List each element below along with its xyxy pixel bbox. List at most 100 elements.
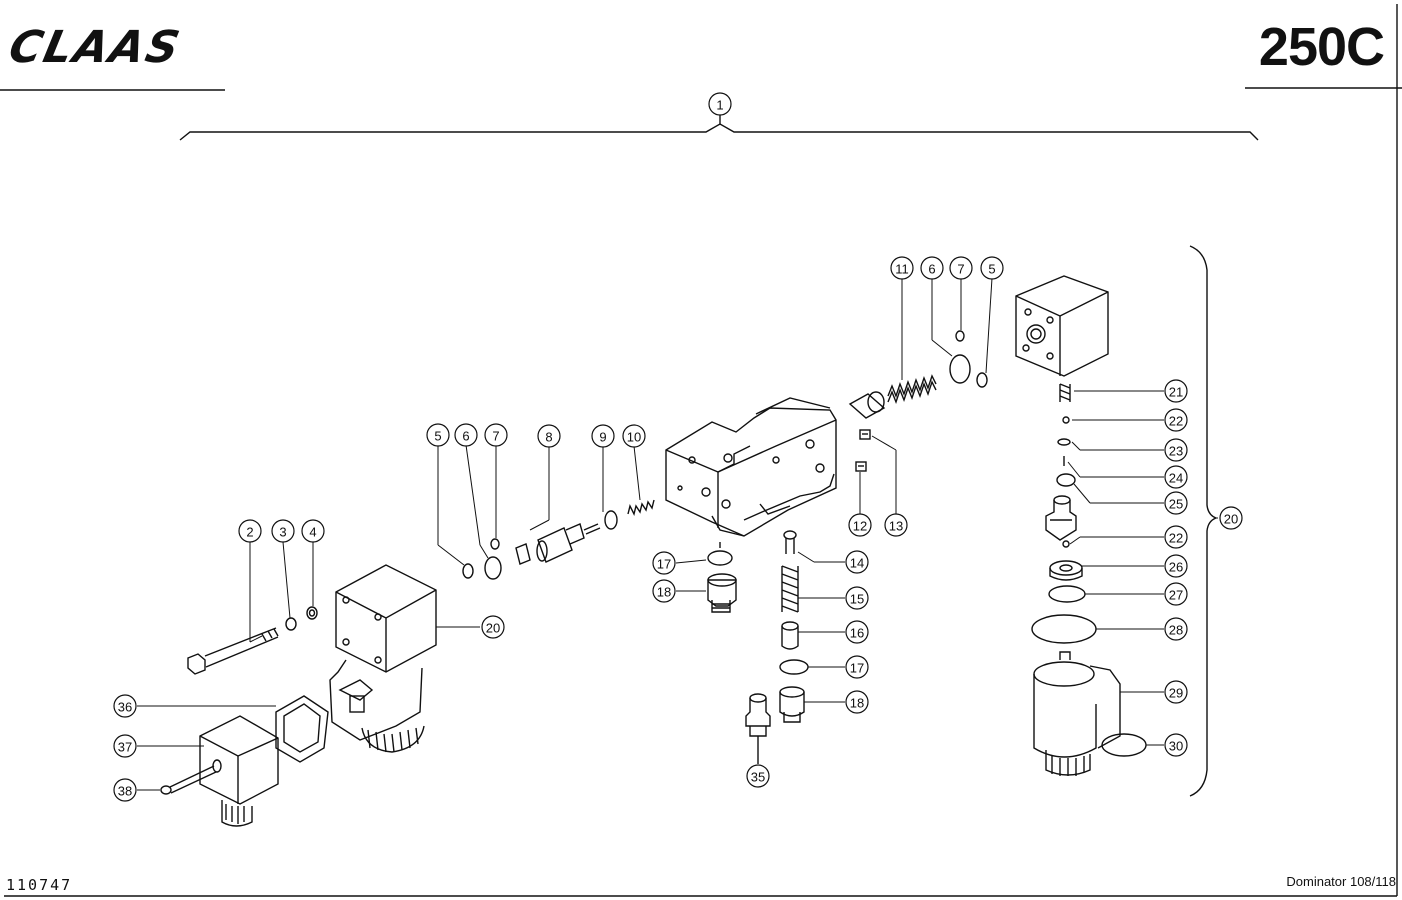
callout-label-14: 14 — [850, 556, 864, 571]
plug-part-13 — [859, 429, 871, 440]
callout-label-18a: 18 — [657, 585, 671, 600]
callout-label-7b: 7 — [957, 262, 964, 277]
oring-part-6a — [484, 556, 502, 580]
plug-part-12 — [855, 461, 867, 472]
callout-21 — [1164, 379, 1188, 403]
callout-label-15: 15 — [850, 592, 864, 607]
washer-part-23 — [1057, 438, 1071, 446]
adapter-part-18b — [779, 686, 805, 723]
callout-label-6a: 6 — [462, 429, 469, 444]
oring-part-28 — [1031, 614, 1097, 644]
callout-35 — [746, 764, 770, 788]
callout-label-26: 26 — [1169, 560, 1183, 575]
callout-label-18b: 18 — [850, 696, 864, 711]
coil-part-29 — [1033, 651, 1121, 776]
callout-label-20a: 20 — [486, 621, 500, 636]
callout-label-9: 9 — [599, 430, 606, 445]
oring-part-7b — [955, 330, 965, 342]
valve-body — [665, 397, 837, 537]
sleeve-part-16 — [781, 621, 799, 650]
assembly-bracket-top — [179, 123, 1259, 141]
callout-label-28: 28 — [1169, 623, 1183, 638]
callout-label-27: 27 — [1169, 588, 1183, 603]
callout-7b — [949, 256, 973, 280]
spring-part-10 — [627, 499, 655, 517]
callout-label-20b: 20 — [1224, 512, 1238, 527]
ball-part-22a — [1062, 416, 1070, 424]
callout-label-22b: 22 — [1169, 531, 1183, 546]
callout-3 — [271, 519, 295, 543]
callout-label-4: 4 — [309, 525, 316, 540]
solenoid-block-left — [329, 564, 437, 753]
callout-18a — [652, 579, 676, 603]
oring-part-5a — [462, 563, 474, 579]
washer-part-3 — [285, 617, 297, 631]
ball-part-22b — [1062, 540, 1070, 548]
callout-22a — [1164, 408, 1188, 432]
callout-14 — [845, 550, 869, 574]
oring-part-5b — [976, 372, 988, 388]
callout-label-17b: 17 — [850, 661, 864, 676]
callout-1 — [708, 92, 732, 116]
callout-label-37: 37 — [118, 740, 132, 755]
callout-8 — [537, 424, 561, 448]
oring-part-25 — [1056, 473, 1076, 487]
callout-36 — [113, 694, 137, 718]
callout-label-12: 12 — [853, 519, 867, 534]
screw-part-38 — [160, 765, 217, 795]
callout-label-17a: 17 — [657, 557, 671, 572]
callout-label-16: 16 — [850, 626, 864, 641]
callout-label-35: 35 — [751, 770, 765, 785]
callout-4 — [301, 519, 325, 543]
pin-part-14 — [783, 530, 797, 554]
nut-part-26 — [1049, 560, 1083, 581]
spring-part-21 — [1059, 383, 1071, 402]
callout-28 — [1164, 617, 1188, 641]
gasket-part-36 — [275, 695, 329, 763]
callout-label-21: 21 — [1169, 385, 1183, 400]
callout-6a — [454, 423, 478, 447]
callout-label-36: 36 — [118, 700, 132, 715]
callout-label-13: 13 — [889, 519, 903, 534]
callout-label-38: 38 — [118, 784, 132, 799]
callout-label-23: 23 — [1169, 444, 1183, 459]
callout-7a — [484, 423, 508, 447]
seal-ring-part-17b — [779, 659, 809, 675]
callout-label-22a: 22 — [1169, 414, 1183, 429]
callout-label-5b: 5 — [988, 262, 995, 277]
callout-2 — [238, 519, 262, 543]
drawing-number: 110747 — [6, 876, 73, 894]
washer-part-4 — [306, 606, 318, 620]
seal-ring-part-17a — [707, 550, 733, 566]
fitting-part-35 — [745, 693, 771, 764]
callout-labels: 1 2 3 4 5 6 7 8 9 10 11 6 7 5 12 13 14 1… — [118, 98, 1238, 799]
oring-part-7a — [490, 538, 500, 550]
spring-part-15 — [781, 565, 799, 613]
callout-20b — [1219, 506, 1243, 530]
machine-model-footer: Dominator 108/118 — [1286, 874, 1396, 889]
callout-5b — [980, 256, 1004, 280]
callout-18b — [845, 690, 869, 714]
callout-5a — [426, 423, 450, 447]
callout-label-2: 2 — [246, 525, 253, 540]
callout-37 — [113, 734, 137, 758]
spring-part-11 — [887, 374, 937, 405]
oring-part-6b — [949, 354, 971, 384]
callout-25 — [1164, 491, 1188, 515]
valve-seat-part — [1045, 495, 1077, 541]
subassembly-bracket-right — [1189, 245, 1218, 797]
callout-13 — [884, 513, 908, 537]
spool-part-8 — [515, 523, 601, 565]
solenoid-block-right — [1015, 275, 1109, 377]
oring-part-27 — [1048, 585, 1086, 603]
callout-22b — [1164, 525, 1188, 549]
callout-16 — [845, 620, 869, 644]
connector-plug-part-37 — [199, 715, 279, 827]
oring-part-9 — [604, 510, 618, 530]
callout-label-6b: 6 — [928, 262, 935, 277]
callout-label-24: 24 — [1169, 471, 1183, 486]
callout-17b — [845, 655, 869, 679]
callout-circles — [113, 92, 1243, 802]
